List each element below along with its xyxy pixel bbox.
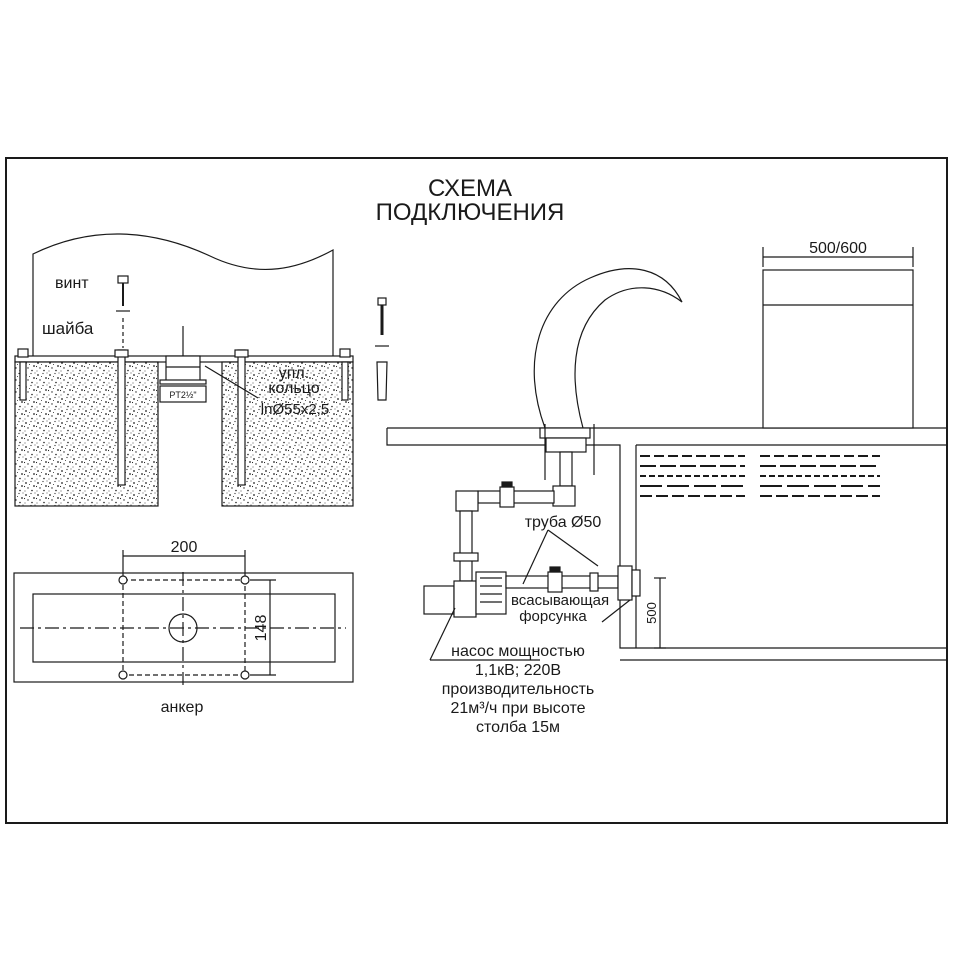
valve-upper (499, 486, 515, 508)
anchor-bolt-left (117, 349, 126, 486)
pump-label-line5: столба 15м (476, 719, 560, 736)
fountain-spout (533, 268, 683, 429)
fitting-label: PT2½" (169, 390, 196, 400)
diagram-title-line1: СХЕМА (428, 175, 512, 202)
plan-bolt-tr (240, 575, 250, 585)
system-view (386, 247, 947, 661)
washer-label: шайба (42, 319, 94, 338)
pump-label-line4: 21м³/ч при высоте (450, 700, 585, 717)
plan-bolt-tl (118, 575, 128, 585)
pump-motor (423, 585, 455, 615)
water-surface (640, 455, 880, 497)
plan-center-hole (168, 613, 198, 643)
drawing-frame (5, 157, 948, 824)
plan-bolt-br (240, 670, 250, 680)
screw-label: винт (55, 275, 89, 292)
seal-size-label: lnØ55x2,5 (261, 401, 329, 418)
pump-label-line3: производительность (442, 681, 594, 698)
anchor-bolt-right (237, 349, 246, 486)
valve-lower (547, 571, 563, 593)
section-view (14, 233, 354, 507)
suction-label-line1: всасывающая (511, 592, 609, 609)
nozzle-box (762, 269, 914, 429)
pump-filter (475, 571, 507, 615)
plan-bolt-bl (118, 670, 128, 680)
nozzle-width-dim: 500/600 (809, 240, 867, 257)
pump-label-line1: насос мощностью (451, 643, 585, 660)
concrete-block-left (14, 361, 159, 507)
seal-leader-line (204, 365, 259, 399)
screw-icon (117, 275, 129, 284)
seal-label-line1: упл. (279, 365, 309, 382)
anchor-caption: анкер (161, 699, 204, 716)
plan-view (13, 550, 354, 685)
suction-label-line2: форсунка (519, 608, 587, 625)
suction-nozzle (617, 565, 633, 601)
central-fitting (165, 355, 201, 383)
plan-dim-height: 148 (253, 615, 270, 642)
panel-outline (32, 233, 334, 358)
depth-dim: 500 (644, 602, 659, 624)
plan-dim-width: 200 (171, 539, 198, 556)
pump-label-line2: 1,1кВ; 220В (475, 662, 561, 679)
anchor-icon (375, 297, 389, 401)
seal-label-line2: кольцо (268, 380, 319, 397)
diagram-title-line2: ПОДКЛЮЧЕНИЯ (376, 199, 565, 226)
pipe-label: труба Ø50 (525, 514, 602, 531)
